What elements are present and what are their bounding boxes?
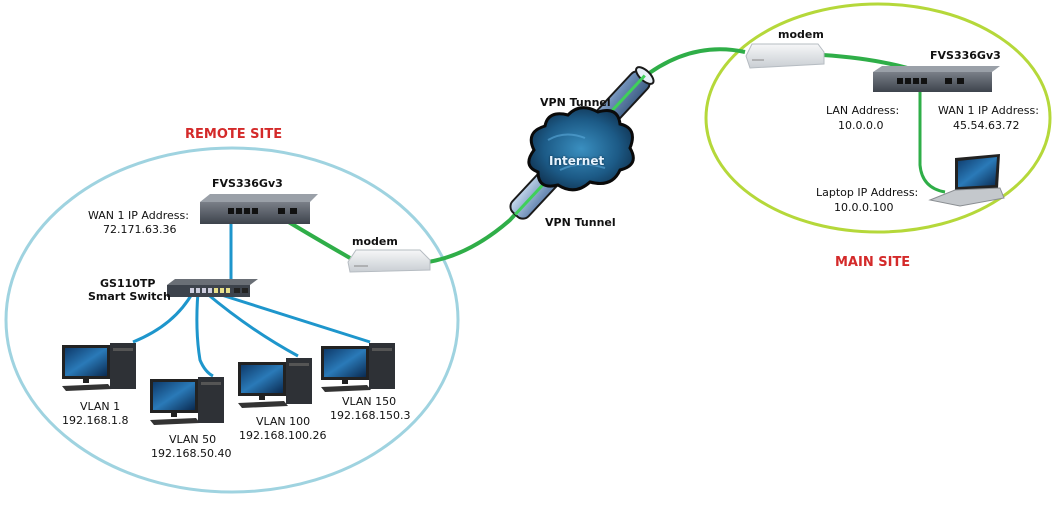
vpn-tunnel-label-top: VPN Tunnel	[540, 96, 611, 109]
remote-modem-icon	[347, 249, 431, 273]
remote-site-title: REMOTE SITE	[185, 127, 283, 142]
pc-vlan50-icon	[150, 377, 224, 425]
main-site-title: MAIN SITE	[835, 255, 911, 270]
internet-cloud-icon	[527, 106, 635, 192]
pc-vlan100-icon	[238, 358, 312, 408]
internet-label: Internet	[549, 154, 605, 168]
main-firewall-label: FVS336Gv3	[930, 49, 1001, 62]
lan-cable-switch-to-vlan100	[204, 290, 299, 358]
remote-wan-ip: 72.171.63.36	[103, 223, 177, 236]
smart-switch-icon	[167, 279, 258, 297]
remote-firewall-label: FVS336Gv3	[212, 177, 283, 190]
host-vlan1-name: VLAN 1	[80, 400, 121, 413]
host-vlan150-name: VLAN 150	[342, 395, 397, 408]
main-firewall-icon	[873, 66, 1000, 92]
pc-vlan1-icon	[62, 343, 136, 391]
main-lan-label: LAN Address:	[826, 104, 900, 117]
main-wan-label: WAN 1 IP Address:	[938, 104, 1039, 117]
main-site-boundary	[704, 2, 1052, 234]
main-modem-icon	[745, 43, 825, 69]
remote-firewall-icon	[200, 194, 318, 224]
remote-wan-label: WAN 1 IP Address:	[88, 209, 189, 222]
host-vlan50-ip: 192.168.50.40	[151, 447, 232, 460]
main-modem-label: modem	[778, 28, 824, 41]
switch-type-label: Smart Switch	[88, 290, 171, 303]
laptop-ip-label: Laptop IP Address:	[816, 186, 919, 199]
lan-cable-switch-to-vlan50	[195, 291, 214, 378]
lan-cable-switch-to-vlan1	[132, 291, 195, 344]
pc-vlan150-icon	[321, 343, 395, 392]
remote-site-boundary	[4, 146, 460, 494]
laptop-icon	[928, 154, 1005, 207]
host-vlan1-ip: 192.168.1.8	[62, 414, 129, 427]
host-vlan50-name: VLAN 50	[169, 433, 217, 446]
host-vlan100-name: VLAN 100	[256, 415, 311, 428]
laptop-ip: 10.0.0.100	[834, 201, 894, 214]
lan-cable-main-fw-to-laptop	[918, 86, 946, 194]
lan-cable-switch-to-vlan150	[211, 290, 371, 344]
main-wan-ip: 45.54.63.72	[953, 119, 1020, 132]
main-lan-ip: 10.0.0.0	[838, 119, 884, 132]
host-vlan100-ip: 192.168.100.26	[239, 429, 327, 442]
remote-modem-label: modem	[352, 235, 398, 248]
host-vlan150-ip: 192.168.150.3	[330, 409, 411, 422]
vpn-tunnel-label-bottom: VPN Tunnel	[545, 216, 616, 229]
switch-model-label: GS110TP	[100, 277, 156, 290]
